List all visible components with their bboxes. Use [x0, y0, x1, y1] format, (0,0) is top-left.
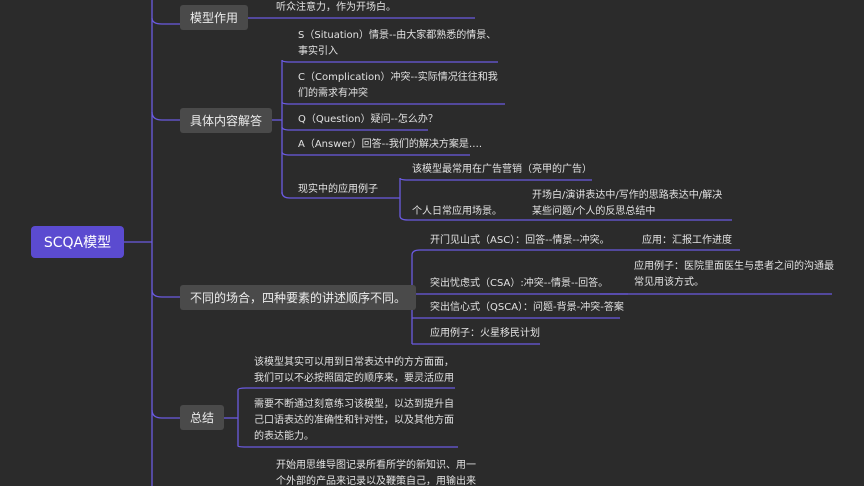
node-content[interactable]: 具体内容解答 [180, 108, 273, 133]
leaf-examples-daily-detail[interactable]: 开场白/演讲表达中/写作的思路表达中/解决某些问题/个人的反思总结中 [532, 190, 723, 217]
node-model-role-label: 模型作用 [190, 11, 239, 25]
leaf-situation[interactable]: S（Situation）情景--由大家都熟悉的情景、事实引入 [298, 30, 497, 57]
leaf-order-csa-example[interactable]: 应用例子：医院里面医生与患者之间的沟通最常见用该方式。 [634, 261, 834, 288]
leaf-answer[interactable]: A（Answer）回答--我们的解决方案是…. [298, 139, 483, 150]
leaf-examples[interactable]: 现实中的应用例子 [298, 184, 378, 195]
leaf-summary-2[interactable]: 需要不断通过刻意练习该模型，以达到提升自己口语表达的准确性和针对性，以及其他方面… [254, 399, 454, 442]
node-model-role[interactable]: 模型作用 [180, 5, 249, 30]
leaf-complication[interactable]: C（Complication）冲突--实际情况往往和我们的需求有冲突 [298, 72, 498, 99]
leaf-question[interactable]: Q（Question）疑问--怎么办？ [298, 114, 438, 125]
leaf-summary-1[interactable]: 该模型其实可以用到日常表达中的方方面面，我们可以不必按照固定的顺序来，要灵活应用 [254, 357, 454, 384]
leaf-examples-daily[interactable]: 个人日常应用场景。 [412, 206, 502, 217]
leaf-order-qsca[interactable]: 突出信心式（QSCA）：问题-背景-冲突-答案 [430, 302, 624, 313]
root-label: SCQA模型 [43, 235, 112, 251]
node-orders-label: 不同的场合，四种要素的讲述顺序不同。 [190, 291, 407, 305]
leaf-order-csa[interactable]: 突出忧虑式（CSA）:冲突--情景--回答。 [430, 278, 609, 289]
node-summary-label: 总结 [190, 411, 215, 425]
node-summary[interactable]: 总结 [180, 405, 225, 430]
root-node[interactable]: SCQA模型 [31, 226, 124, 258]
node-content-label: 具体内容解答 [190, 114, 263, 128]
node-orders[interactable]: 不同的场合，四种要素的讲述顺序不同。 [180, 285, 417, 310]
leaf-order-asc-example[interactable]: 应用：汇报工作进度 [642, 235, 732, 246]
leaf-tail[interactable]: 开始用思维导图记录所看所学的新知识、用一个外部的产品来记录以及鞭策自己，用输出来 [276, 460, 476, 486]
leaf-order-example[interactable]: 应用例子：火星移民计划 [430, 328, 540, 339]
leaf-examples-ad[interactable]: 该模型最常用在广告营销（亮甲的广告） [412, 164, 592, 175]
leaf-model-role-1[interactable]: 听众注意力，作为开场白。 [276, 2, 396, 13]
leaf-order-asc[interactable]: 开门见山式（ASC）：回答--情景--冲突。 [430, 235, 610, 246]
